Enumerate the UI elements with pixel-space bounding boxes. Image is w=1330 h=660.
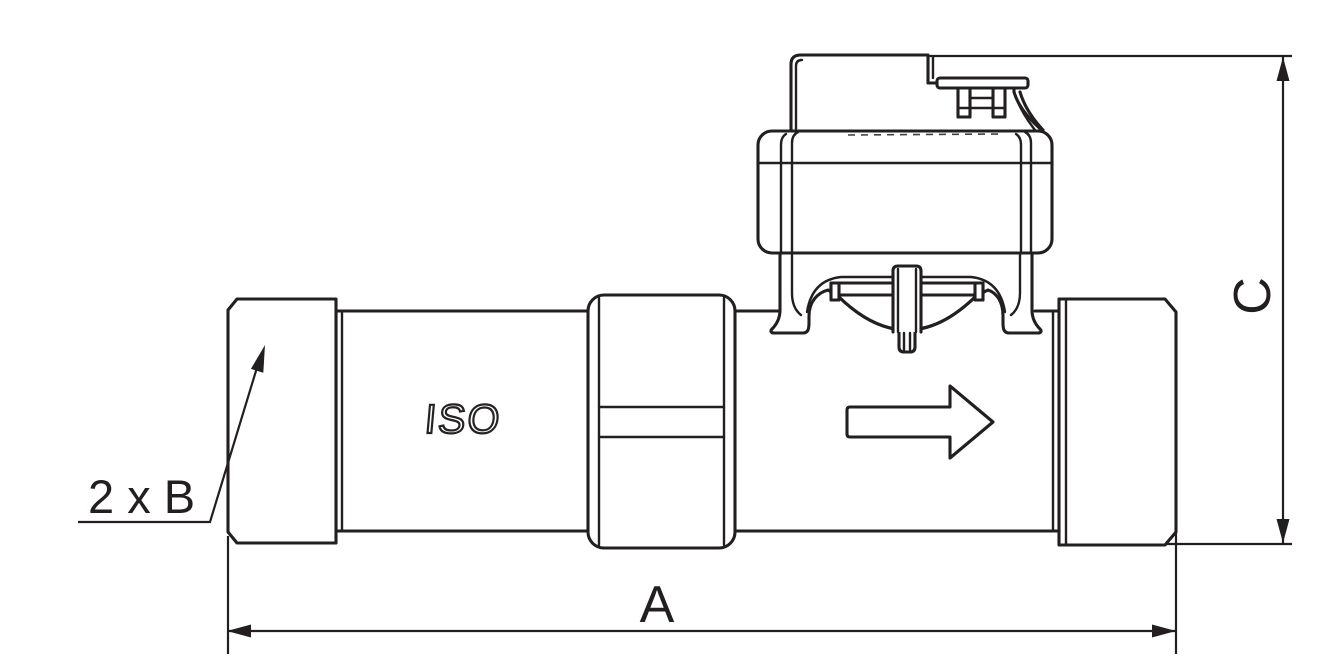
dim-c-label: C: [1224, 277, 1282, 315]
actuator-upper-housing: [789, 53, 1045, 133]
dim-a-label: A: [640, 576, 675, 634]
connector-pin-left: [956, 86, 972, 119]
stem-outline: [891, 264, 923, 334]
upper-housing-right-slope-inner: [1012, 90, 1037, 132]
dimension-a: A: [226, 532, 1178, 654]
stem-inner-lines: [896, 267, 918, 334]
actuator-left-corner-line-1: [779, 132, 788, 255]
flow-direction-arrow-icon: [845, 384, 995, 460]
leader-arrow-icon: [250, 345, 265, 373]
valve-bonnet: [769, 251, 1043, 354]
dim-c-arrow-top-icon: [1276, 57, 1290, 81]
pipe-body: [226, 293, 1178, 550]
right-port-fitting: [1057, 297, 1178, 547]
paddle-bar-left-cap: [829, 281, 841, 302]
actuator-left-corner-line-2: [790, 130, 800, 255]
pipe-left-section: [334, 309, 594, 533]
actuator-box: [756, 129, 1054, 255]
flow-arrow-outline: [845, 384, 995, 460]
actuator-housing: [756, 53, 1054, 255]
left-port-fitting: [226, 297, 338, 545]
iso-marking: ISO: [423, 396, 504, 442]
actuator-right-corner-line-1: [1014, 132, 1023, 255]
upper-housing-right-slope-outer: [1018, 90, 1045, 132]
actuator-right-corner-line-2: [1023, 130, 1033, 255]
hex-nut: [586, 293, 737, 550]
connector-plate: [935, 76, 1030, 90]
connector-pin-right: [991, 86, 1007, 119]
hex-nut-middle-flat-lines: [597, 405, 726, 439]
bonnet-opening-left-edge: [805, 275, 895, 314]
stem-fill: [893, 266, 921, 332]
dim-c-arrow-bottom-icon: [1276, 519, 1290, 543]
upper-housing-left-inner-line: [794, 58, 804, 131]
dim-a-arrow-left-icon: [227, 624, 251, 638]
terminal-connector: [935, 76, 1030, 119]
leader-line-2xb: [78, 360, 261, 524]
stem-tip: [897, 332, 917, 354]
stem-tip-inner-lines: [902, 331, 912, 352]
leader-2xb-label: 2 x B: [88, 470, 195, 523]
dim-a-arrow-right-icon: [1152, 624, 1176, 638]
dimension-c: C: [929, 54, 1292, 546]
bonnet-left-leg-inner: [790, 251, 803, 317]
paddle-bar-right-cap: [973, 281, 985, 302]
bonnet-opening-right-edge: [919, 275, 1007, 314]
connector-crossbar-lines: [956, 96, 1007, 110]
bonnet-right-leg-inner: [1009, 251, 1022, 317]
leader-2xb: 2 x B: [78, 345, 265, 524]
